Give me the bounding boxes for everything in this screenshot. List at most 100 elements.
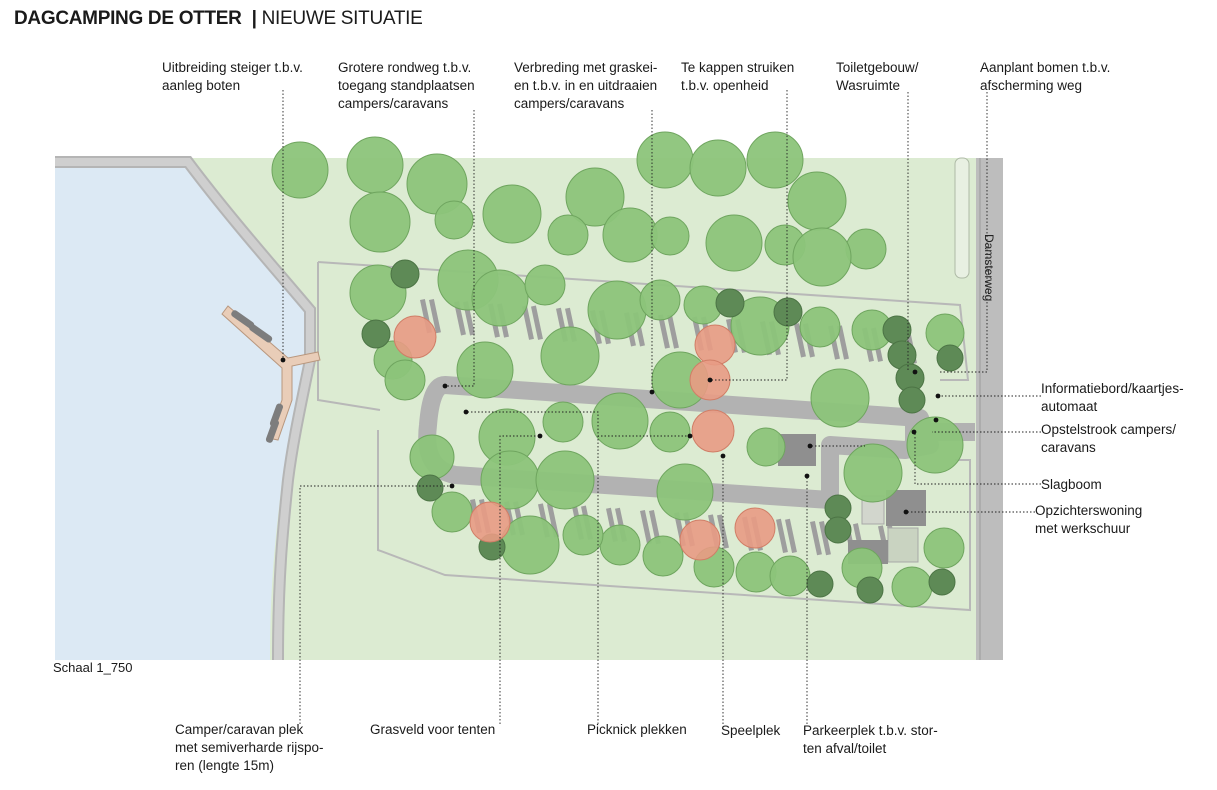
tree-icon: [769, 555, 811, 597]
label-bomen: Aanplant bomen t.b.v. afscherming weg: [980, 60, 1111, 93]
tree-icon: [906, 416, 964, 474]
tree-remove-icon: [734, 507, 776, 549]
title-separator: |: [251, 8, 257, 29]
leader-dot: [442, 383, 448, 389]
tree-icon: [456, 341, 514, 399]
steiger-deck: [221, 305, 321, 441]
leader-dot: [707, 377, 713, 383]
label-steiger: Uitbreiding steiger t.b.v. aanleg boten: [162, 60, 303, 93]
tree-icon: [535, 450, 595, 510]
leader-dot: [463, 409, 469, 415]
tree-icon: [810, 368, 870, 428]
label-camperplek: Camper/caravan plek met semiverharde rij…: [175, 722, 324, 773]
leader-dot: [903, 509, 909, 515]
quay-path-inner: [55, 158, 314, 661]
label-struiken: Te kappen struiken t.b.v. openheid: [681, 60, 795, 93]
tree-icon: [856, 576, 884, 604]
tree-icon: [642, 535, 684, 577]
pitch-rail: [640, 509, 652, 545]
leader-dot: [687, 433, 693, 439]
tree-icon: [773, 297, 803, 327]
tree-icon: [524, 264, 566, 306]
tree-remove-icon: [694, 324, 736, 366]
tree-icon: [361, 319, 391, 349]
leader-line: [466, 411, 599, 724]
tree-icon: [587, 280, 647, 340]
tree-icon: [591, 392, 649, 450]
pitch-rail: [794, 323, 806, 358]
title-name: DAGCAMPING DE OTTER: [14, 8, 242, 29]
pitch-rail: [649, 509, 661, 545]
pitch-rail: [522, 305, 534, 340]
tree-icon: [650, 216, 690, 256]
tree-icon: [928, 568, 956, 596]
tree-icon: [416, 474, 444, 502]
leader-line: [499, 435, 540, 724]
tree-icon: [746, 427, 786, 467]
leader-dot: [649, 389, 655, 395]
pitch-rail: [531, 305, 543, 340]
tree-remove-icon: [691, 409, 735, 453]
leader-dot: [720, 453, 726, 459]
label-speelplek: Speelplek: [721, 723, 781, 738]
leader-dot: [935, 393, 941, 399]
water-area: [55, 158, 305, 660]
leader-dot: [911, 429, 917, 435]
pitch-rail: [836, 325, 849, 360]
tree-icon: [891, 566, 933, 608]
tree-icon: [923, 527, 965, 569]
leader-line: [938, 92, 988, 373]
leader-dot: [807, 443, 813, 449]
tree-icon: [565, 167, 625, 227]
label-parkeer: Parkeerplek t.b.v. stor- ten afval/toile…: [803, 723, 938, 756]
label-slagboom: Slagboom: [1041, 477, 1102, 492]
tree-icon: [434, 200, 474, 240]
tree-icon: [480, 450, 540, 510]
tree-icon: [649, 411, 691, 453]
tree-icon: [705, 214, 763, 272]
tree-icon: [799, 306, 841, 348]
pitch-rail: [453, 301, 466, 336]
field-boundary-north: [317, 261, 970, 411]
tree-icon: [636, 131, 694, 189]
tree-icon: [824, 516, 852, 544]
tree-icon: [542, 401, 584, 443]
leader-line: [914, 432, 1041, 485]
tree-icon: [806, 570, 834, 598]
pitch-rail: [658, 314, 670, 349]
tree-remove-icon: [469, 501, 511, 543]
leader-dot: [804, 473, 810, 479]
page-title: DAGCAMPING DE OTTER|NIEUWE SITUATIE: [14, 8, 423, 30]
tree-icon: [715, 288, 745, 318]
pitch-rail: [819, 520, 831, 556]
label-woning: Opzichterswoning met werkschuur: [1035, 503, 1143, 536]
tree-icon: [599, 524, 641, 566]
tree-icon: [792, 227, 852, 287]
garden: [887, 527, 919, 563]
tree-icon: [639, 279, 681, 321]
pitch-rail: [667, 314, 679, 349]
hedge-strip: [954, 157, 970, 279]
tree-icon: [787, 171, 847, 231]
tree-icon: [602, 207, 658, 263]
tree-remove-icon: [393, 315, 437, 359]
tree-icon: [547, 214, 589, 256]
field-boundary-south: [377, 430, 971, 612]
supervisor-house: [886, 490, 926, 526]
label-verbreding: Verbreding met graskei- en t.b.v. in en …: [514, 60, 658, 111]
tree-icon: [349, 191, 411, 253]
road-name: Damsterweg: [982, 234, 996, 301]
tree-icon: [562, 514, 604, 556]
tree-icon: [540, 326, 600, 386]
tree-icon: [656, 463, 714, 521]
leader-lines: [282, 90, 1041, 724]
tree-icon: [390, 259, 420, 289]
tree-icon: [936, 344, 964, 372]
tree-icon: [346, 136, 404, 194]
leader-line: [299, 485, 452, 724]
leader-line: [445, 110, 475, 387]
tree-icon: [882, 315, 912, 345]
pitch-rail: [784, 518, 797, 554]
pitch-rail: [547, 503, 559, 538]
pitch-rail: [429, 298, 441, 334]
